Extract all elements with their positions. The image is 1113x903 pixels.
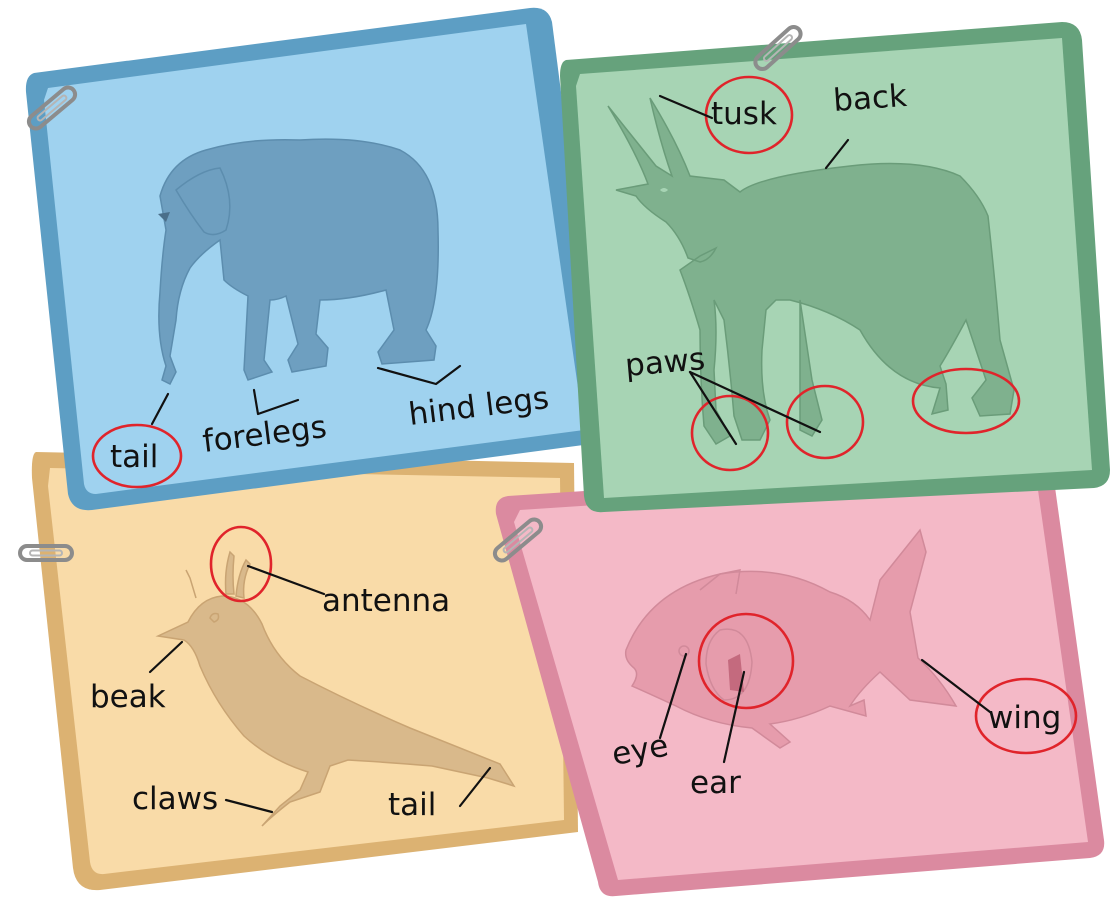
bird-card: antenna beak claws tail [32,452,578,890]
label-beak: beak [90,679,166,715]
label-back: back [832,78,908,119]
cow-card: tusk back paws [560,22,1110,512]
label-tusk: tusk [711,96,777,132]
label-paws: paws [624,341,707,384]
label-wing: wing [988,700,1061,736]
label-ear: ear [690,765,741,801]
bird-card-panel [48,468,564,874]
label-bird-tail: tail [388,787,436,823]
elephant-card: tail forelegs hind legs [26,8,606,510]
fish-card: eye ear wing [496,462,1104,896]
label-claws: claws [132,781,218,817]
label-antenna: antenna [322,583,450,619]
label-elephant-tail: tail [110,439,158,475]
